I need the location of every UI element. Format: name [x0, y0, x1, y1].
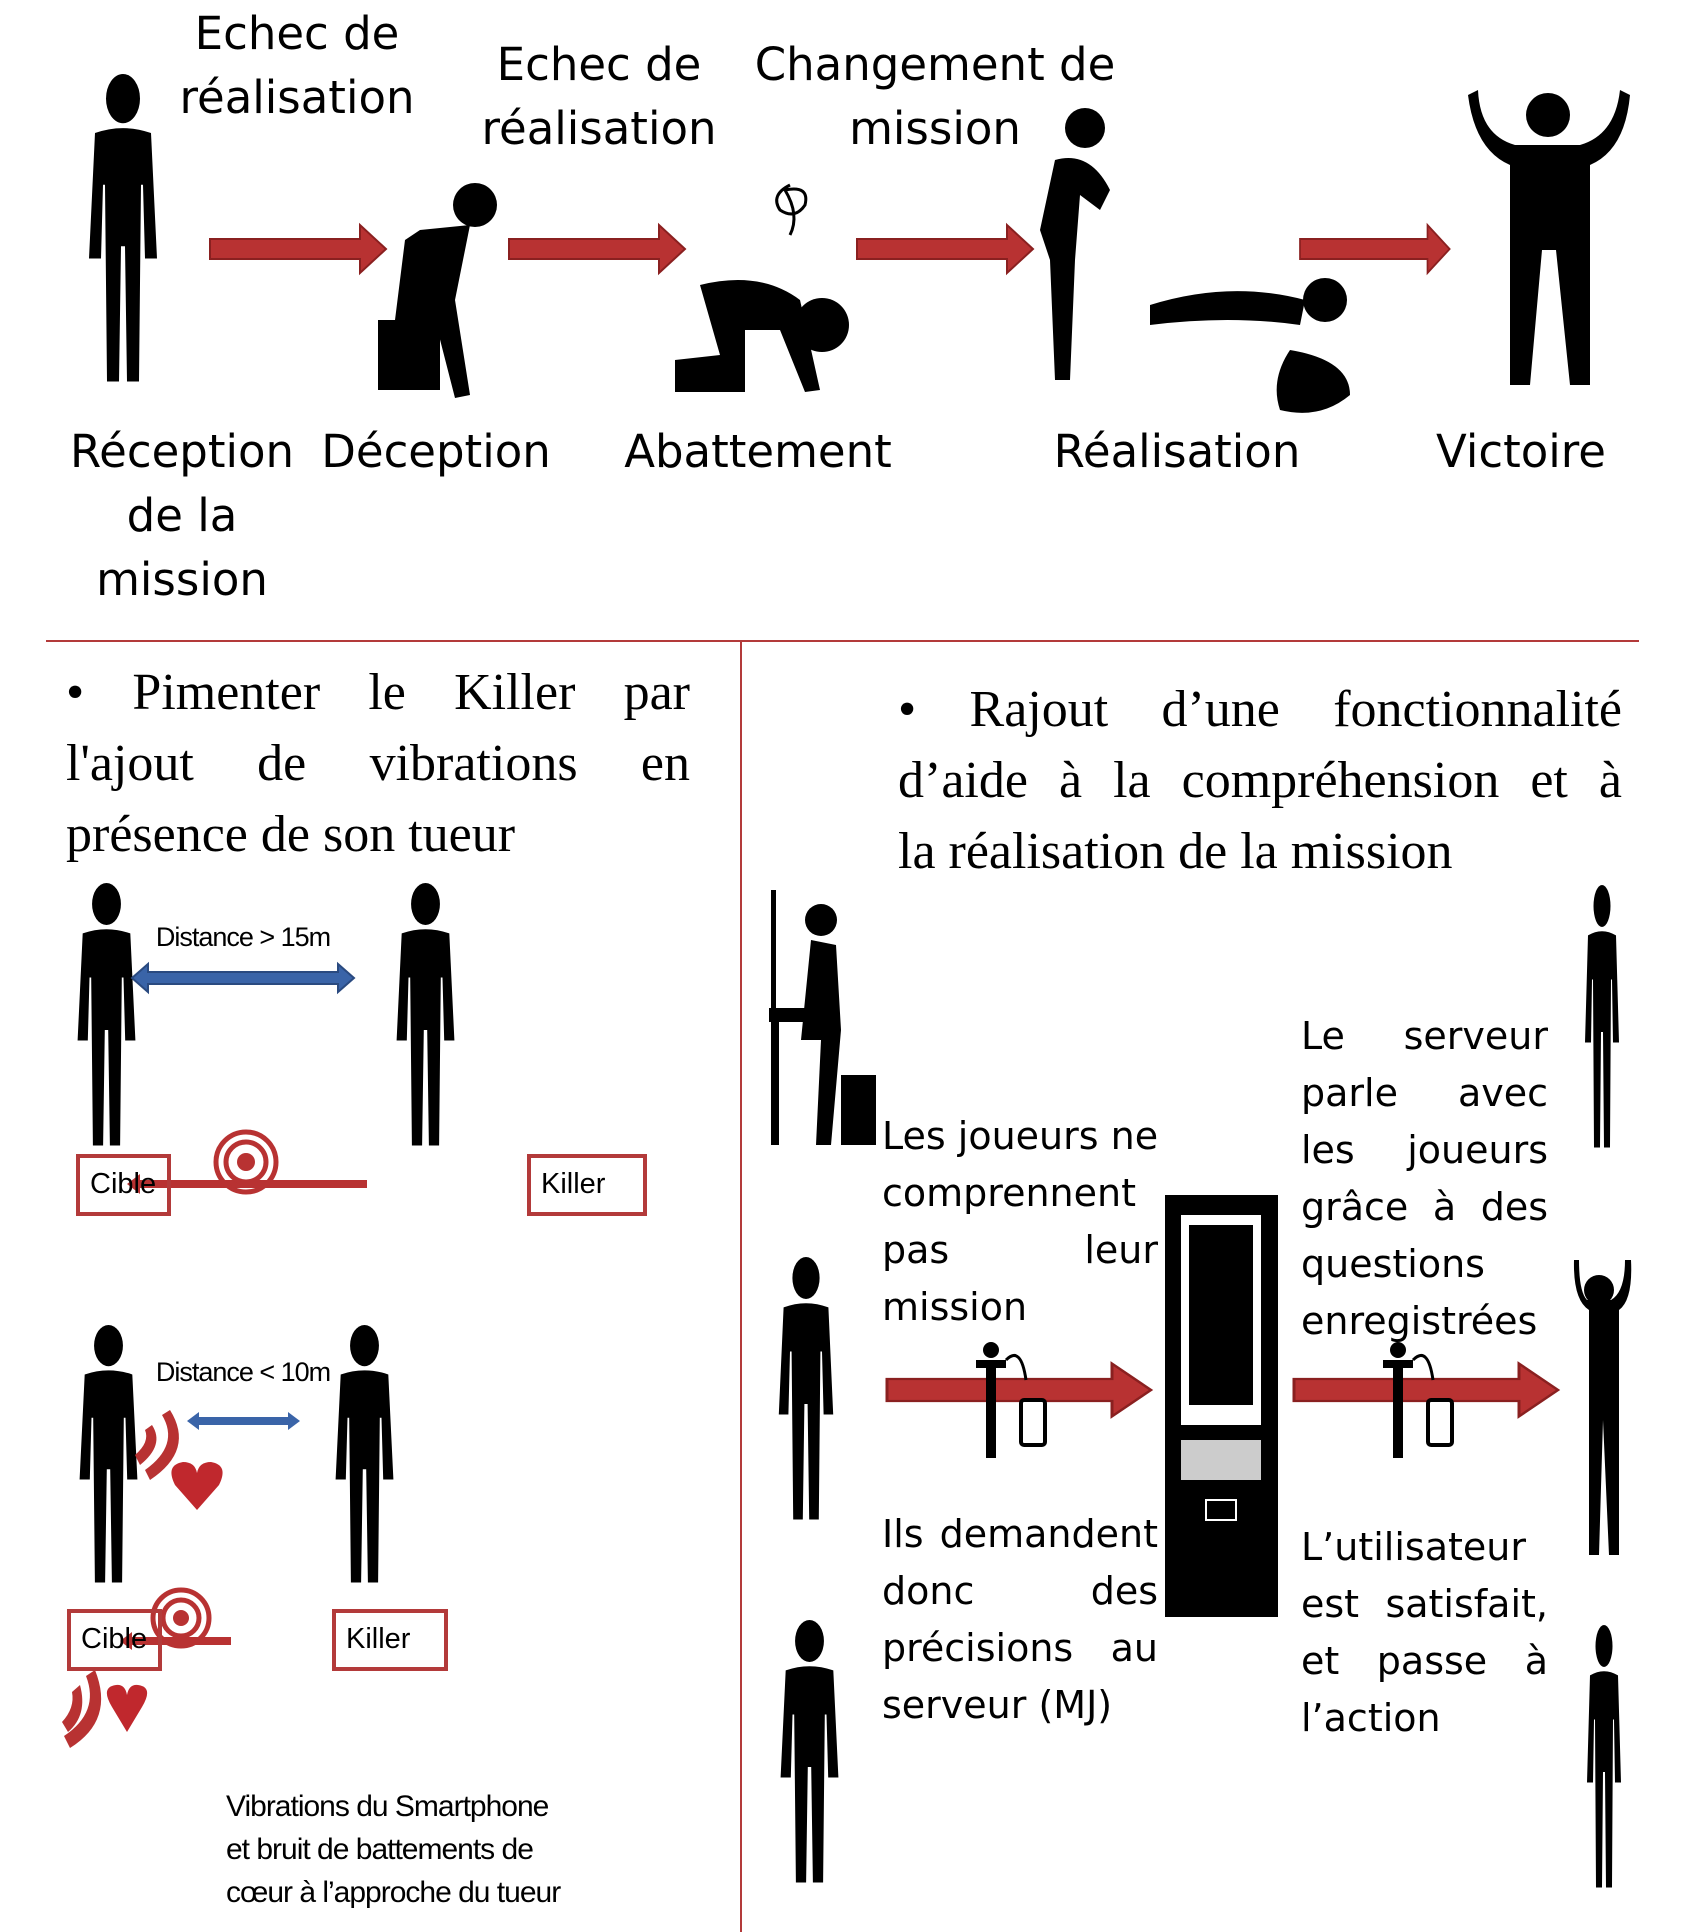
title-line: la réalisation de la mission: [898, 823, 1453, 880]
bent-person-icon: [1040, 108, 1110, 380]
text-line: Les joueurs ne: [882, 1114, 1159, 1158]
text-line: et passe à: [1301, 1639, 1548, 1683]
victory-person-icon: [1468, 90, 1630, 385]
title-line: d’aide à la compréhension et à: [898, 752, 1622, 809]
double-arrow-icon: [130, 961, 356, 995]
top-figures-and-arrows: [89, 74, 1630, 413]
text-line: L’utilisateur: [1301, 1525, 1526, 1569]
heart-icon: [171, 1462, 223, 1510]
horizontal-divider: [46, 640, 1639, 642]
text-line: serveur (MJ): [882, 1683, 1113, 1727]
shrugging-person-icon: [780, 1620, 839, 1883]
stage-label-deception: Déception: [321, 425, 551, 478]
target-label-box: Cible: [76, 1154, 171, 1216]
vibration-icon: [62, 1670, 102, 1748]
text-user-satisfied: L’utilisateur est satisfait, et passe à …: [1301, 1519, 1548, 1747]
killer-label-box: Killer: [332, 1609, 448, 1671]
step-label-mission-change: Changement de mission: [755, 33, 1116, 161]
label-line: Changement de: [754, 38, 1116, 91]
vertical-divider: [740, 641, 742, 1932]
text-line: comprennent: [882, 1171, 1136, 1215]
person-at-computer-icon: [769, 890, 876, 1145]
killer-person-icon: [396, 883, 455, 1146]
step-label-failure-1: Echec de réalisation: [180, 2, 415, 130]
killer-label: Killer: [541, 1168, 606, 1200]
text-line: précisions au: [882, 1626, 1158, 1670]
stage-label-reception: Réception de la mission: [70, 420, 294, 612]
text-line: les joueurs: [1301, 1128, 1548, 1172]
confused-person-icon: [778, 1257, 834, 1520]
signal-arrow-icon: [127, 1129, 367, 1195]
heart-icon: [106, 1684, 148, 1732]
text-line: l’action: [1301, 1696, 1441, 1740]
person-phone-icon: [976, 1342, 1047, 1458]
vibration-scenes: [62, 883, 455, 1748]
stage-label-victoire: Victoire: [1436, 425, 1606, 478]
walking-person-icon: [1587, 1625, 1621, 1888]
label-line: de la: [126, 489, 238, 542]
target-label: Cible: [90, 1168, 157, 1200]
text-line: Le serveur: [1301, 1014, 1548, 1058]
step-label-failure-2: Echec de réalisation: [482, 33, 717, 161]
legend-line: cœur à l’approche du tueur: [226, 1876, 561, 1909]
distance-label-far: Distance > 15m: [155, 922, 331, 952]
title-line: l'ajout de vibrations en: [66, 735, 690, 792]
person-phone-icon: [1383, 1342, 1454, 1458]
target-person-icon: [77, 883, 136, 1146]
killer-person-icon: [335, 1325, 394, 1583]
label-line: mission: [96, 553, 268, 606]
left-panel-title: • Pimenter le Killer par l'ajout de vibr…: [66, 657, 690, 870]
label-line: réalisation: [179, 71, 415, 124]
arrow-right-icon: [508, 224, 686, 274]
text-line: pas leur: [882, 1228, 1158, 1272]
stage-label-abattement: Abattement: [624, 425, 892, 478]
text-line: est satisfait,: [1301, 1582, 1548, 1626]
text-line: Ils demandent: [882, 1512, 1158, 1556]
legend-line: Vibrations du Smartphone: [226, 1790, 549, 1823]
label-line: mission: [849, 102, 1021, 155]
killer-label: Killer: [346, 1623, 411, 1655]
help-feature-diagram: [769, 885, 1632, 1888]
target-person-icon: [79, 1325, 138, 1583]
text-line: mission: [882, 1285, 1028, 1329]
text-players-confused: Les joueurs ne comprennent pas leur miss…: [882, 1108, 1158, 1336]
title-line: • Pimenter le Killer par: [66, 664, 690, 721]
right-panel-title: • Rajout d’une fonctionnalité d’aide à l…: [898, 674, 1622, 887]
text-line: donc des: [882, 1569, 1158, 1613]
bent-person-icon: [1585, 885, 1619, 1148]
title-line: présence de son tueur: [66, 806, 516, 863]
label-line: Echec de: [496, 38, 702, 91]
sad-sitting-person-icon: [378, 183, 497, 398]
label-line: Réception: [69, 425, 295, 478]
text-players-ask: Ils demandent donc des précisions au ser…: [882, 1506, 1158, 1734]
arrow-right-icon: [1299, 224, 1451, 274]
label-line: réalisation: [481, 102, 717, 155]
text-line: grâce à des: [1301, 1185, 1548, 1229]
legend-text: Vibrations du Smartphone et bruit de bat…: [226, 1785, 561, 1914]
computer-server-icon: [1165, 1195, 1278, 1617]
victory-person-icon: [1573, 1260, 1632, 1555]
killer-label-box: Killer: [527, 1154, 647, 1216]
arrow-right-icon: [209, 224, 387, 274]
signal-arrow-icon: [120, 1587, 231, 1650]
target-label-box: Cible: [67, 1609, 162, 1671]
stage-label-realisation: Réalisation: [1053, 425, 1301, 478]
standing-person-icon: [89, 74, 157, 382]
legend-line: et bruit de battements de: [226, 1833, 534, 1866]
text-line: questions: [1301, 1242, 1485, 1286]
arrow-right-icon: [856, 224, 1034, 274]
double-arrow-icon: [187, 1412, 300, 1430]
vibration-icon: [135, 1410, 179, 1480]
dejected-kneeling-person-icon: [675, 183, 849, 392]
distance-label-near: Distance < 10m: [155, 1357, 331, 1387]
pushup-person-icon: [1150, 278, 1350, 413]
text-line: enregistrées: [1301, 1299, 1538, 1343]
target-label: Cible: [81, 1623, 148, 1655]
label-line: Echec de: [194, 7, 400, 60]
text-server-speaks: Le serveur parle avec les joueurs grâce …: [1301, 1008, 1548, 1350]
text-line: parle avec: [1301, 1071, 1548, 1115]
title-line: • Rajout d’une fonctionnalité: [898, 681, 1622, 738]
